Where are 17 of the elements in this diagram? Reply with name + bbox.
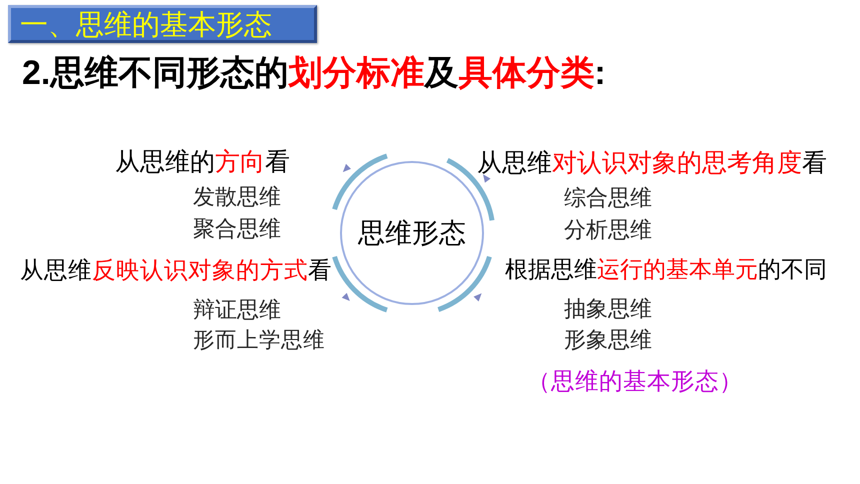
topic-label: 思维形态 xyxy=(358,216,466,250)
slide-heading: 2.思维不同形态的划分标准及具体分类: xyxy=(22,52,606,94)
criterion-heading: 从思维的方向看 xyxy=(115,147,290,177)
note-text: （思维的基本形态） xyxy=(527,366,743,396)
criterion-heading: 从思维对认识对象的思考角度看 xyxy=(477,148,827,178)
section-banner xyxy=(8,5,317,43)
criterion-heading: 根据思维运行的基本单元的不同 xyxy=(505,256,827,284)
section-title: 一、思维的基本形态 xyxy=(20,9,272,41)
thinking-type: 辩证思维 xyxy=(193,296,281,324)
thinking-type: 综合思维 xyxy=(564,184,652,212)
thinking-type: 形而上学思维 xyxy=(193,328,325,354)
thinking-type: 发散思维 xyxy=(193,184,281,210)
criterion-heading: 从思维反映认识对象的方式看 xyxy=(20,256,332,284)
thinking-type: 形象思维 xyxy=(564,326,652,354)
thinking-type: 分析思维 xyxy=(564,216,652,244)
thinking-type: 聚合思维 xyxy=(193,216,281,242)
thinking-type: 抽象思维 xyxy=(564,296,652,322)
